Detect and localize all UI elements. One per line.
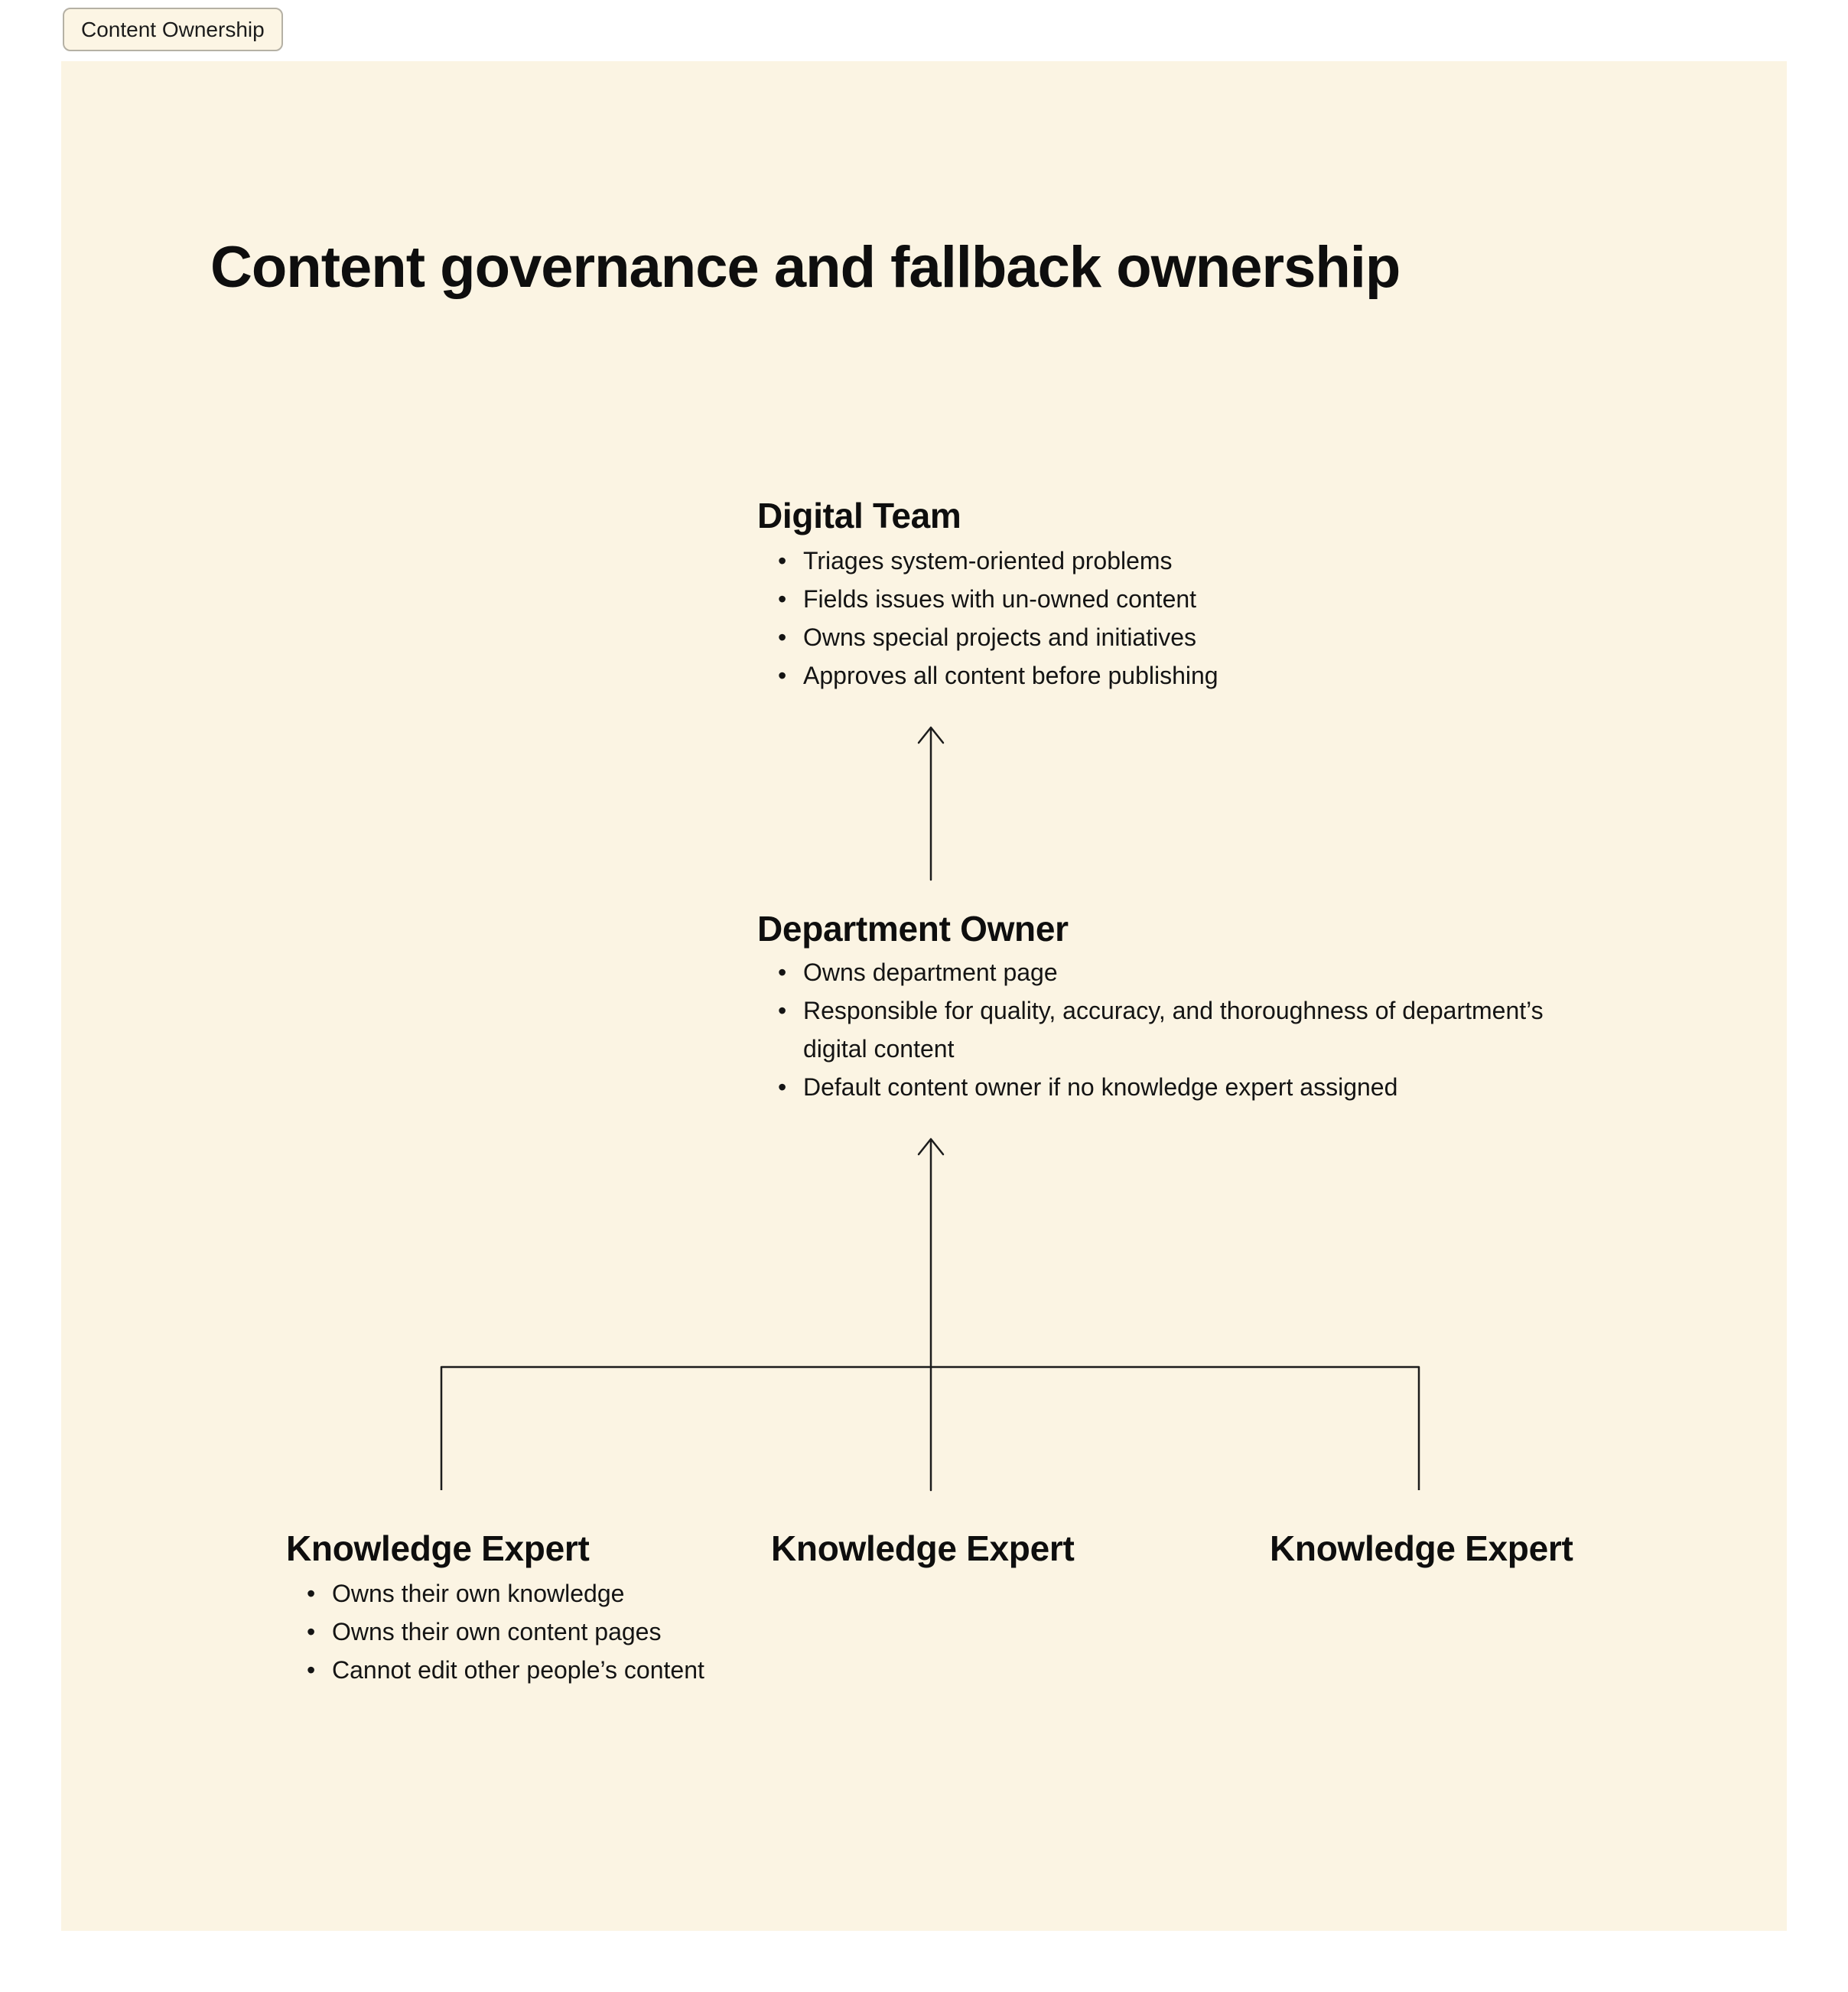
node-heading: Knowledge Expert bbox=[771, 1528, 1075, 1568]
bullet-item: Owns their own knowledge bbox=[307, 1574, 704, 1613]
arrow-knowledge-experts-to-dept-owner[interactable] bbox=[917, 1138, 945, 1492]
node-knowledge-expert-2[interactable]: Knowledge Expert bbox=[771, 1527, 1075, 1570]
bullet-item: Default content owner if no knowledge ex… bbox=[778, 1068, 1553, 1106]
node-knowledge-expert-1[interactable]: Knowledge Expert Owns their own knowledg… bbox=[286, 1527, 704, 1689]
bullet-item: Approves all content before publishing bbox=[778, 656, 1218, 695]
node-heading: Digital Team bbox=[757, 496, 961, 535]
bullet-item: Fields issues with un-owned content bbox=[778, 580, 1218, 618]
node-department-owner[interactable]: Department Owner Owns department page Re… bbox=[757, 907, 1553, 1106]
frame-tab-content-ownership[interactable]: Content Ownership bbox=[63, 8, 283, 51]
bullet-item: Responsible for quality, accuracy, and t… bbox=[778, 991, 1553, 1068]
node-heading: Department Owner bbox=[757, 909, 1069, 949]
arrow-dept-owner-to-digital-team[interactable] bbox=[917, 726, 945, 881]
node-digital-team[interactable]: Digital Team Triages system-oriented pro… bbox=[757, 494, 1218, 695]
diagram-title: Content governance and fallback ownershi… bbox=[210, 235, 1401, 300]
node-knowledge-expert-3[interactable]: Knowledge Expert bbox=[1270, 1527, 1573, 1570]
connector-layer bbox=[440, 726, 1420, 1492]
node-heading: Knowledge Expert bbox=[1270, 1528, 1573, 1568]
bullet-item: Owns special projects and initiatives bbox=[778, 618, 1218, 656]
node-heading: Knowledge Expert bbox=[286, 1528, 590, 1568]
node-bullet-list: Triages system-oriented problems Fields … bbox=[757, 542, 1218, 695]
bullet-item: Triages system-oriented problems bbox=[778, 542, 1218, 580]
node-bullet-list: Owns department page Responsible for qua… bbox=[757, 953, 1553, 1106]
node-bullet-list: Owns their own knowledge Owns their own … bbox=[286, 1574, 704, 1689]
bullet-item: Cannot edit other people’s content bbox=[307, 1651, 704, 1689]
bullet-item: Owns department page bbox=[778, 953, 1553, 991]
content-ownership-frame[interactable]: Content governance and fallback ownershi… bbox=[61, 61, 1787, 1931]
bullet-item: Owns their own content pages bbox=[307, 1613, 704, 1651]
